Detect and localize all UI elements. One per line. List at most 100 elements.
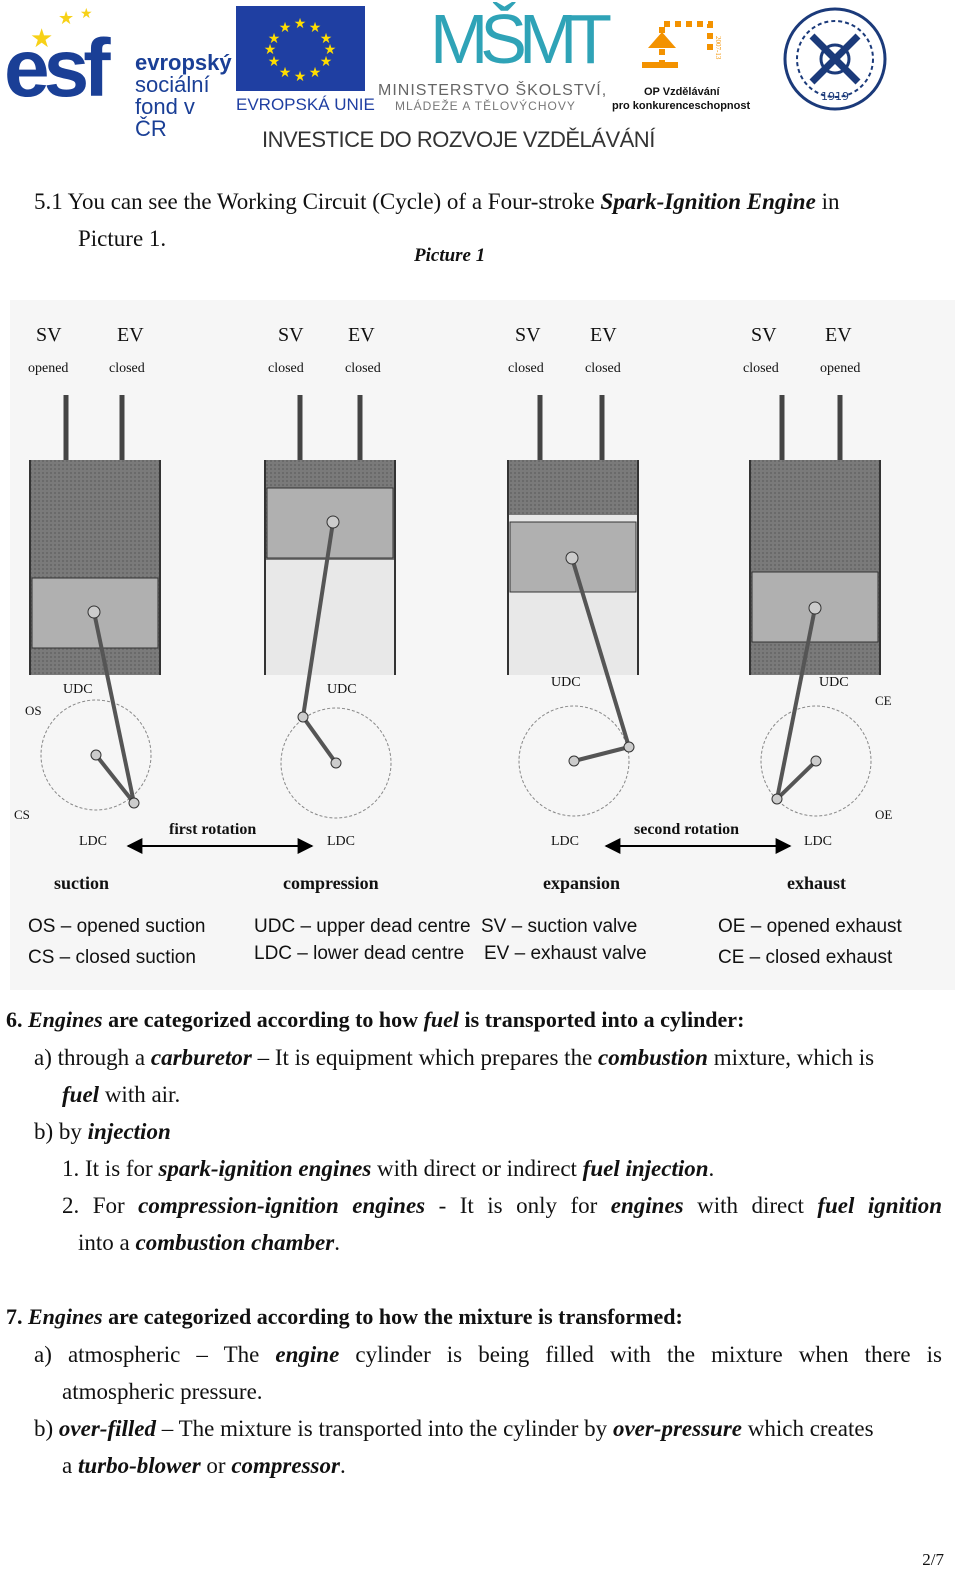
banner-title: INVESTICE DO ROZVOJE VZDĚLÁVÁNÍ bbox=[262, 127, 655, 152]
intro-text: in bbox=[815, 189, 840, 214]
svg-text:★: ★ bbox=[320, 31, 333, 47]
section7-a: a) atmospheric – The engine cylinder is … bbox=[34, 1336, 942, 1373]
term: combustion bbox=[598, 1045, 708, 1070]
udc-label: UDC bbox=[819, 675, 849, 690]
svg-text:★: ★ bbox=[294, 16, 307, 32]
text: . bbox=[708, 1156, 715, 1181]
legend-item: EV – exhaust valve bbox=[484, 943, 647, 964]
stroke-name: exhaust bbox=[787, 873, 847, 893]
legend-item: SV – suction valve bbox=[481, 916, 638, 937]
section7-heading: 7. Engines are categorized according to … bbox=[6, 1304, 683, 1330]
udc-label: UDC bbox=[551, 675, 581, 690]
svg-text:★: ★ bbox=[324, 42, 337, 58]
term: carburetor bbox=[150, 1045, 252, 1070]
msmt-line2: MLÁDEŽE A TĚLOVÝCHOVY bbox=[395, 99, 576, 113]
oe-marker: OE bbox=[875, 807, 893, 822]
ev-state: closed bbox=[345, 361, 381, 376]
legend-item: CS – closed suction bbox=[28, 947, 196, 968]
text: – The mixture is transported into the cy… bbox=[156, 1416, 613, 1441]
esf-line: evropský bbox=[135, 50, 232, 75]
ldc-label: LDC bbox=[327, 834, 355, 849]
svg-text:★: ★ bbox=[279, 20, 292, 36]
intro-text: 5.1 You can see the Working Circuit (Cyc… bbox=[34, 189, 601, 214]
term: fuel injection bbox=[582, 1156, 709, 1181]
legend-item: UDC – upper dead centre bbox=[254, 916, 471, 937]
esf-logo: ★ ★ ★ esf evropský sociální fond v ČR bbox=[0, 0, 232, 140]
text: cylinder is being filled with the mixtur… bbox=[339, 1342, 942, 1367]
svg-text:★: ★ bbox=[264, 42, 277, 58]
op-line1: OP Vzdělávání bbox=[644, 86, 720, 98]
stroke-name: compression bbox=[283, 873, 379, 893]
term: fuel ignition bbox=[817, 1193, 943, 1218]
term: fuel bbox=[62, 1082, 100, 1107]
engine-cycle-figure: SV EV SV EV SV EV SV EV opened closed cl… bbox=[10, 300, 955, 990]
section6-b: b) by injection bbox=[34, 1113, 171, 1150]
esf-letters: esf bbox=[4, 23, 110, 114]
text: a bbox=[62, 1453, 78, 1478]
first-rotation-label: first rotation bbox=[169, 821, 257, 838]
text: a) through a bbox=[34, 1045, 151, 1070]
section-number: 7. bbox=[6, 1304, 23, 1329]
esf-line: fond v ČR bbox=[135, 94, 195, 141]
legend-item: OE – opened exhaust bbox=[718, 916, 902, 937]
sv-state: closed bbox=[743, 361, 779, 376]
svg-text:★: ★ bbox=[309, 20, 322, 36]
heading-text: is transported into a cylinder: bbox=[459, 1007, 745, 1032]
legend-item: LDC – lower dead centre bbox=[254, 943, 465, 964]
term: compression-ignition engines bbox=[138, 1193, 426, 1218]
text: b) bbox=[34, 1416, 59, 1441]
sv-label: SV bbox=[278, 324, 304, 346]
sv-label: SV bbox=[751, 324, 777, 346]
eu-caption: EVROPSKÁ UNIE bbox=[236, 95, 375, 114]
figure-title: Picture 1 bbox=[414, 245, 486, 266]
cylinder-exhaust bbox=[749, 395, 881, 817]
term: Engines bbox=[28, 1007, 103, 1032]
ldc-label: LDC bbox=[804, 834, 832, 849]
text: which creates bbox=[741, 1416, 874, 1441]
page-number: 2/7 bbox=[922, 1550, 944, 1569]
sv-label: SV bbox=[36, 324, 62, 346]
esf-line: sociální bbox=[135, 72, 210, 97]
op-line2: pro konkurenceschopnost bbox=[612, 100, 751, 112]
sv-state: closed bbox=[508, 361, 544, 376]
star-icon: ★ bbox=[80, 7, 93, 22]
term: engine bbox=[275, 1342, 340, 1367]
legend-item: CE – closed exhaust bbox=[718, 947, 893, 968]
text: – It is equipment which prepares the bbox=[251, 1045, 599, 1070]
sv-state: opened bbox=[28, 361, 69, 376]
second-rotation-label: second rotation bbox=[634, 821, 740, 838]
intro-emphasis: Spark-Ignition Engine bbox=[600, 189, 816, 214]
term: compressor bbox=[231, 1453, 340, 1478]
section6-a: a) through a carburetor – It is equipmen… bbox=[34, 1039, 874, 1076]
heading-text: are categorized according to how the mix… bbox=[102, 1304, 683, 1329]
text: . bbox=[334, 1230, 340, 1255]
text: with direct bbox=[683, 1193, 818, 1218]
star-icon: ★ bbox=[58, 8, 75, 28]
svg-text:★: ★ bbox=[309, 65, 322, 81]
ev-label: EV bbox=[590, 324, 617, 346]
term: Engines bbox=[28, 1304, 103, 1329]
term: engines bbox=[610, 1193, 684, 1218]
udc-label: UDC bbox=[327, 682, 357, 697]
svg-text:★: ★ bbox=[279, 65, 292, 81]
cylinder-compression bbox=[264, 395, 396, 819]
svg-text:★: ★ bbox=[268, 54, 281, 70]
term: over-pressure bbox=[612, 1416, 742, 1441]
seal-year: 1919 bbox=[821, 90, 849, 103]
eu-flag-icon: ★★★ ★★★ ★★★ ★★★ bbox=[236, 6, 365, 91]
text: mixture, which is bbox=[707, 1045, 875, 1070]
ev-label: EV bbox=[825, 324, 852, 346]
op-years: 2007-13 bbox=[714, 36, 722, 60]
text: a) atmospheric – The bbox=[34, 1342, 276, 1367]
sv-label: SV bbox=[515, 324, 541, 346]
ev-label: EV bbox=[348, 324, 375, 346]
svg-text:★: ★ bbox=[294, 69, 307, 85]
section7-a-line2: atmospheric pressure. bbox=[62, 1379, 263, 1404]
text: into a bbox=[78, 1230, 136, 1255]
seal-logo: 1919 bbox=[782, 6, 888, 112]
os-marker: OS bbox=[25, 703, 42, 718]
section6-heading: 6. Engines are categorized according to … bbox=[6, 1007, 744, 1033]
section6-b2: 2. For compression-ignition engines - It… bbox=[62, 1187, 942, 1224]
term: combustion chamber bbox=[135, 1230, 335, 1255]
term: injection bbox=[87, 1119, 171, 1144]
